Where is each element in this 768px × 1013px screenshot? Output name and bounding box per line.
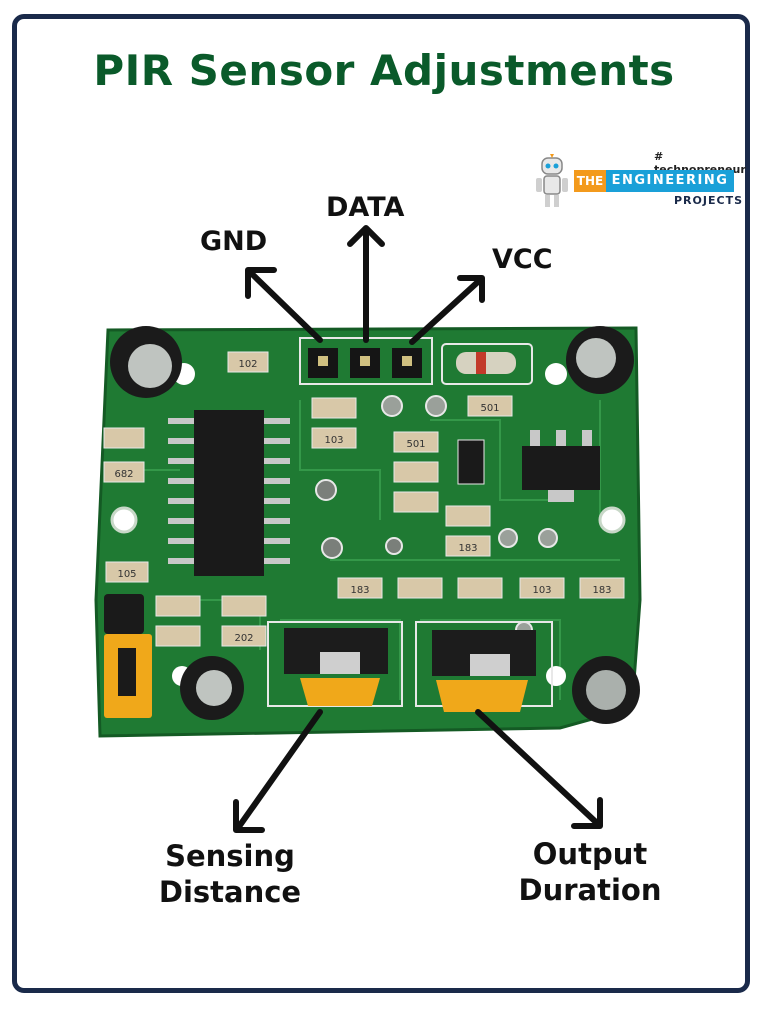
voltage-regulator xyxy=(522,430,600,502)
data-label: DATA xyxy=(326,192,405,223)
logo-projects: PROJECTS xyxy=(674,194,743,207)
robot-icon xyxy=(536,154,568,207)
capacitor xyxy=(110,326,182,398)
capacitor xyxy=(566,326,634,394)
data-arrow xyxy=(347,225,385,343)
output-duration-arrow xyxy=(475,709,603,829)
resistor-label: 183 xyxy=(592,585,611,596)
capacitor xyxy=(180,656,244,720)
diode xyxy=(441,343,533,385)
pin-header xyxy=(299,337,433,385)
resistor-label: 501 xyxy=(406,439,425,450)
resistor-label: 183 xyxy=(350,585,369,596)
vcc-arrow xyxy=(409,275,485,345)
output-duration-line2: Duration xyxy=(518,873,662,907)
resistor-label: 103 xyxy=(324,435,343,446)
logo-the: THE xyxy=(574,170,606,192)
resistor-label: 682 xyxy=(114,469,133,480)
engineering-projects-logo: # technopreneur THE ENGINEERING PROJECTS xyxy=(534,150,746,210)
sensing-distance-arrow xyxy=(233,709,323,833)
page-title: PIR Sensor Adjustments xyxy=(93,46,675,95)
resistor-label: 501 xyxy=(480,403,499,414)
vcc-label: VCC xyxy=(492,244,553,275)
resistor-label: 102 xyxy=(238,359,257,370)
gnd-arrow xyxy=(245,267,323,343)
logo-engineering: ENGINEERING xyxy=(606,170,734,192)
pcb-board xyxy=(94,326,642,738)
jumper-block xyxy=(104,594,152,718)
smd-resistors: 102 501 103 501 183 682 105 183 103 183 … xyxy=(103,351,625,647)
sensing-distance-line1: Sensing xyxy=(165,839,295,873)
capacitor xyxy=(572,656,640,724)
resistor-label: 183 xyxy=(458,543,477,554)
sensing-distance-line2: Distance xyxy=(158,875,302,909)
resistor-label: 103 xyxy=(532,585,551,596)
sensing-distance-label: Sensing Distance xyxy=(150,838,310,910)
gnd-label: GND xyxy=(200,226,268,257)
potentiometer-sensing-distance xyxy=(267,621,403,707)
resistor-label: 202 xyxy=(234,633,253,644)
potentiometer-output-duration xyxy=(415,621,553,712)
resistor-label: 105 xyxy=(117,569,136,580)
ic-chip xyxy=(168,410,290,576)
output-duration-line1: Output xyxy=(532,837,648,871)
output-duration-label: Output Duration xyxy=(510,836,670,908)
